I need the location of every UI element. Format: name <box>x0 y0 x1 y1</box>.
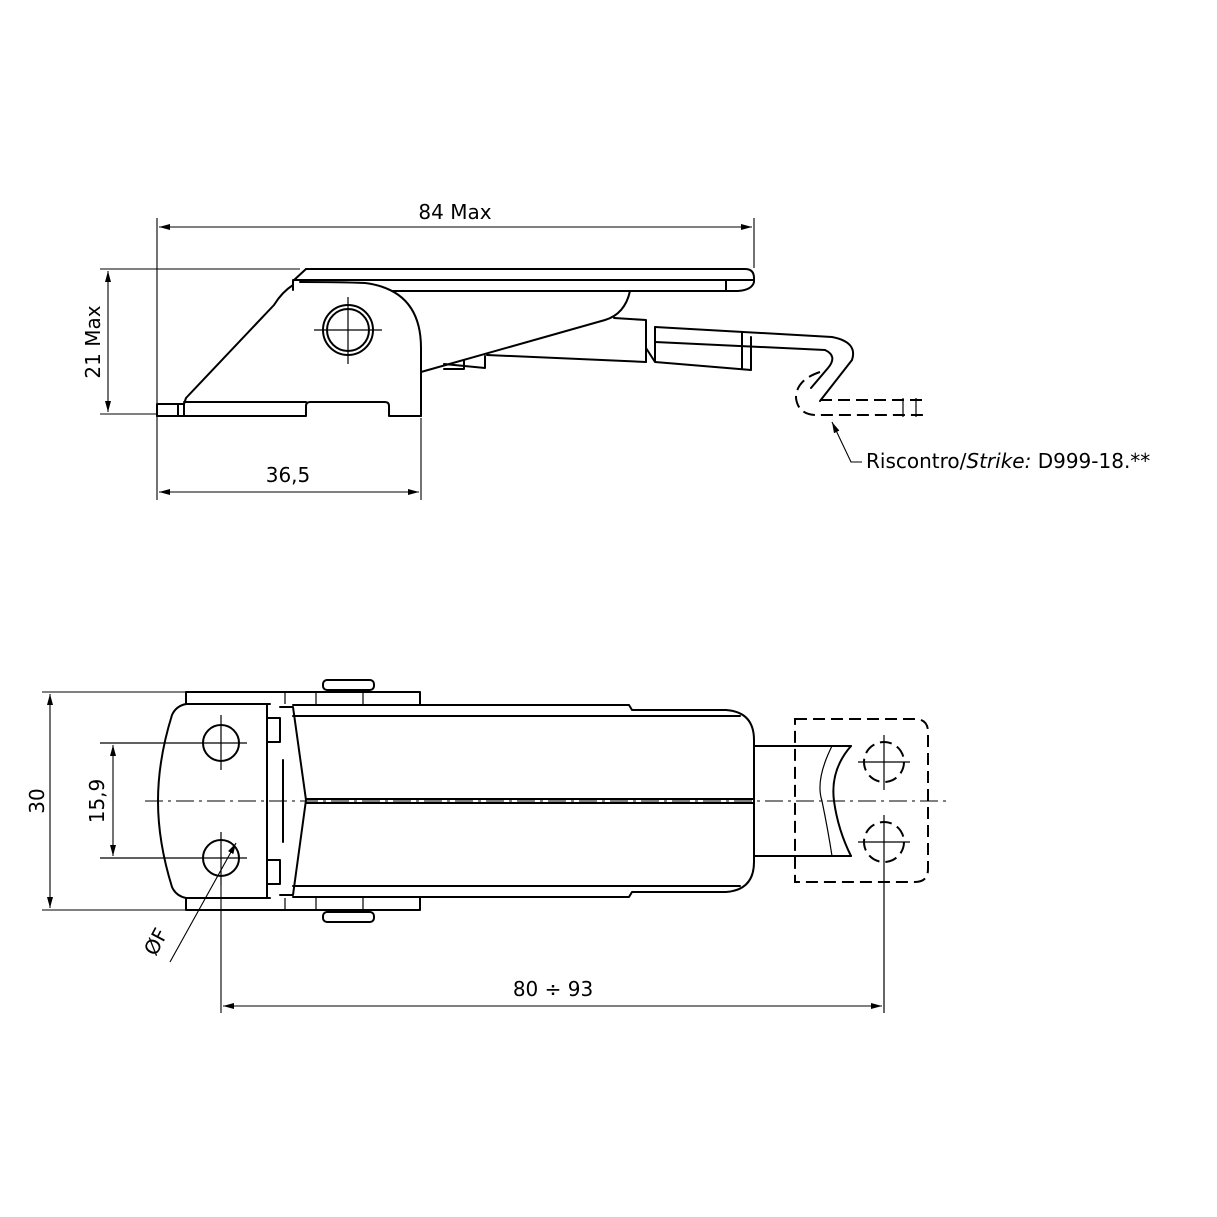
dimension-30: 30 <box>25 691 186 911</box>
lever-body <box>279 704 755 898</box>
dim-height-label: 21 Max <box>81 305 105 378</box>
dimension-15-9: 15,9 <box>85 745 116 856</box>
pivot-pin <box>314 297 382 364</box>
dimension-21-max: 21 Max <box>81 268 300 415</box>
latch-lever <box>292 268 755 292</box>
dimension-80-93: 80 ÷ 93 <box>220 885 882 1013</box>
strike-label: Riscontro/Strike: D999-18.** <box>866 449 1150 473</box>
dim-base-label: 36,5 <box>266 463 311 487</box>
side-view: Riscontro/Strike: D999-18.** 84 Max 21 M… <box>81 200 1150 500</box>
hinge-plates <box>185 679 421 923</box>
hook <box>645 326 854 402</box>
latch-body <box>156 281 422 417</box>
dim-hole-diameter-label: ØF <box>139 924 173 959</box>
dim-hole-spacing-label: 15,9 <box>85 779 109 824</box>
dimension-84-max: 84 Max <box>156 200 755 500</box>
lower-arm <box>420 290 647 373</box>
base-plate <box>100 703 281 899</box>
strike-plate <box>753 718 929 1013</box>
top-view: 30 15,9 ØF 80 ÷ 93 <box>25 679 950 1013</box>
dimension-36-5: 36,5 <box>159 418 422 500</box>
dim-width-label: 30 <box>25 788 49 813</box>
dim-length-label: 84 Max <box>418 200 491 224</box>
strike-leader: Riscontro/Strike: D999-18.** <box>831 421 1150 473</box>
strike-outline <box>794 371 925 417</box>
dim-range-label: 80 ÷ 93 <box>513 977 593 1001</box>
